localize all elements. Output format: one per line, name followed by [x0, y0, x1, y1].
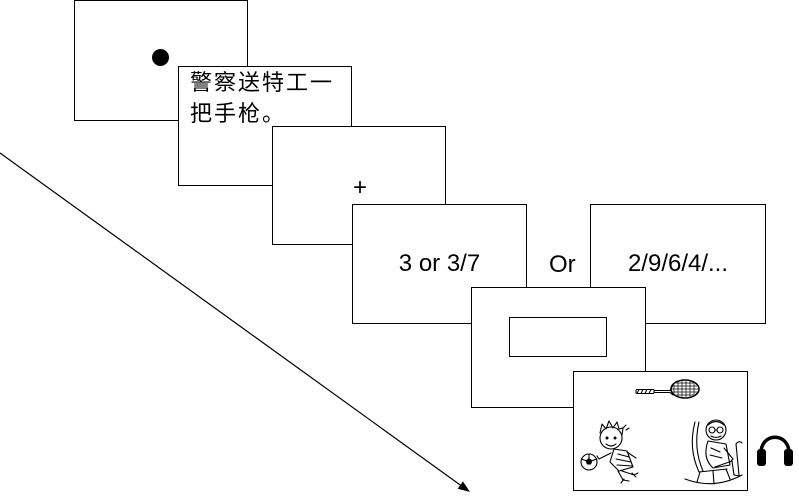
- timeline-arrow-head: [457, 481, 470, 492]
- tennis-racket-icon: [635, 379, 700, 399]
- sentence-text: 警察送特工一 把手枪。: [190, 68, 334, 130]
- frame-pictures: [573, 371, 748, 491]
- headphones-icon: [757, 435, 793, 466]
- sentence-line-2: 把手枪。: [190, 102, 287, 127]
- sentence-line-1: 警察送特工一: [190, 71, 335, 96]
- boy-with-soccer-ball-icon: [580, 420, 639, 484]
- blank-rectangle: [509, 317, 607, 357]
- dot-icon: [152, 49, 169, 66]
- or-connector: Or: [549, 251, 576, 278]
- old-man-rocking-chair-icon: [684, 419, 743, 485]
- number-probe-b-text: 2/9/6/4/...: [627, 250, 729, 277]
- picture-array: [580, 379, 743, 485]
